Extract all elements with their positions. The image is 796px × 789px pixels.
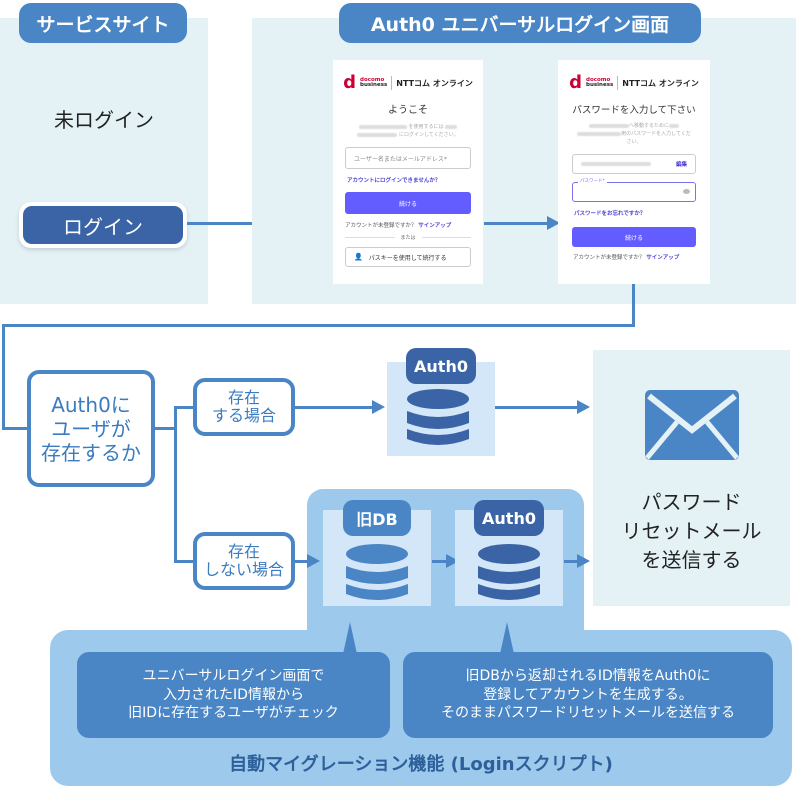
connector-to-decision xyxy=(2,427,30,430)
decision-user-exists: Auth0に ユーザが 存在するか xyxy=(27,370,155,487)
email-field[interactable]: 編集 xyxy=(572,154,696,174)
connector-screen2-down xyxy=(632,284,635,327)
arrow-head xyxy=(372,400,385,414)
service-site-panel xyxy=(0,18,208,304)
connector-not-exists-to-olddb xyxy=(295,560,310,563)
service-site-title: サービスサイト xyxy=(19,3,187,43)
edit-link[interactable]: 編集 xyxy=(675,162,687,168)
logo-line2: business xyxy=(360,82,388,88)
email-value xyxy=(581,162,651,166)
arrow-head xyxy=(577,400,590,414)
passkey-user-icon: 👤 xyxy=(354,253,363,261)
brand-name: NTTコム オンライン xyxy=(622,78,699,88)
signup-link[interactable]: サインアップ xyxy=(418,223,452,229)
bubble-auth0-register: 旧DBから返却されるID情報をAuth0に 登録してアカウントを生成する。 その… xyxy=(403,652,773,738)
universal-login-title: Auth0 ユニバーサルログイン画面 xyxy=(339,3,701,43)
old-database-icon xyxy=(346,544,408,600)
username-input[interactable]: ユーザー名またはメールアドレス* xyxy=(345,147,471,169)
not-logged-in-status: 未ログイン xyxy=(54,108,154,132)
connector-left-vertical xyxy=(2,324,5,430)
logo-line1: docomo xyxy=(360,76,385,83)
signup-row: アカウントが未登録ですか？ サインアップ xyxy=(345,221,483,229)
connector-auth0-to-result xyxy=(495,406,580,409)
or-divider: または xyxy=(345,234,472,241)
signup-row: アカウントが未登録ですか？ サインアップ xyxy=(573,253,710,261)
password-heading: パスワードを入力して下さい xyxy=(572,105,696,116)
branch-exists: 存在 する場合 xyxy=(193,378,295,436)
mail-envelope-icon xyxy=(645,390,739,460)
connector-horizontal-return xyxy=(2,324,635,327)
result-text: パスワード リセットメール を送信する xyxy=(621,490,762,572)
login-button[interactable]: ログイン xyxy=(19,202,187,248)
bubble-pointer-left xyxy=(343,622,357,654)
logo-line1: docomo xyxy=(586,76,611,83)
arrow-head xyxy=(547,216,560,230)
migration-title: 自動マイグレーション機能 (Loginスクリプト) xyxy=(229,754,613,775)
connector-exists-to-auth0 xyxy=(295,406,377,409)
no-account-text: アカウントが未登録ですか？ xyxy=(345,223,417,229)
connector-decision-branch xyxy=(155,427,177,430)
connector-auth0-migration-to-result xyxy=(564,560,580,563)
password-input[interactable]: パスワード* xyxy=(572,178,696,202)
database-icon xyxy=(407,389,469,445)
brand-name: NTTコム オンライン xyxy=(396,78,473,88)
passkey-button[interactable]: 👤 パスキーを使用して続行する xyxy=(345,247,471,267)
show-password-eye-icon[interactable] xyxy=(683,189,690,194)
continue-button[interactable]: 続ける xyxy=(572,227,696,247)
logo-separator xyxy=(617,76,619,90)
password-label: パスワード* xyxy=(578,178,607,184)
continue-button[interactable]: 続ける xyxy=(345,192,471,214)
connector-branch-vertical xyxy=(174,406,177,563)
arrow-head xyxy=(307,554,320,568)
connector-to-exists xyxy=(174,406,196,409)
branch-not-exists: 存在 しない場合 xyxy=(193,532,295,590)
forgot-password-link[interactable]: パスワードをお忘れですか？ xyxy=(574,211,646,217)
auth0-label: Auth0 xyxy=(406,348,476,384)
signup-link[interactable]: サインアップ xyxy=(646,255,680,261)
welcome-description: を使用するには にログインしてください。 xyxy=(333,123,483,139)
connector-to-not-exists xyxy=(174,560,196,563)
arrow-head xyxy=(577,554,590,568)
auth0-migration-database-icon xyxy=(478,544,540,600)
logo-separator xyxy=(391,76,393,90)
no-account-text: アカウントが未登録ですか？ xyxy=(573,255,645,261)
docomo-d-icon: d xyxy=(343,72,357,93)
welcome-heading: ようこそ xyxy=(388,105,428,116)
logo-line2: business xyxy=(586,82,614,88)
bubble-pointer-right xyxy=(500,622,514,654)
old-db-label: 旧DB xyxy=(343,500,411,536)
bubble-old-db-check: ユニバーサルログイン画面で 入力されたID情報から 旧IDに存在するユーザがチェ… xyxy=(77,652,390,738)
password-description: へ移動するために 用のパスワードを入力してくだ さい。 xyxy=(558,122,710,146)
login-button-label: ログイン xyxy=(23,206,183,244)
connector-olddb-to-auth0 xyxy=(432,560,450,563)
docomo-d-icon: d xyxy=(569,72,583,93)
auth0-migration-label: Auth0 xyxy=(474,500,544,536)
cant-login-link[interactable]: アカウントにログインできませんか？ xyxy=(347,178,441,184)
connector-screen1-to-screen2 xyxy=(484,222,552,225)
